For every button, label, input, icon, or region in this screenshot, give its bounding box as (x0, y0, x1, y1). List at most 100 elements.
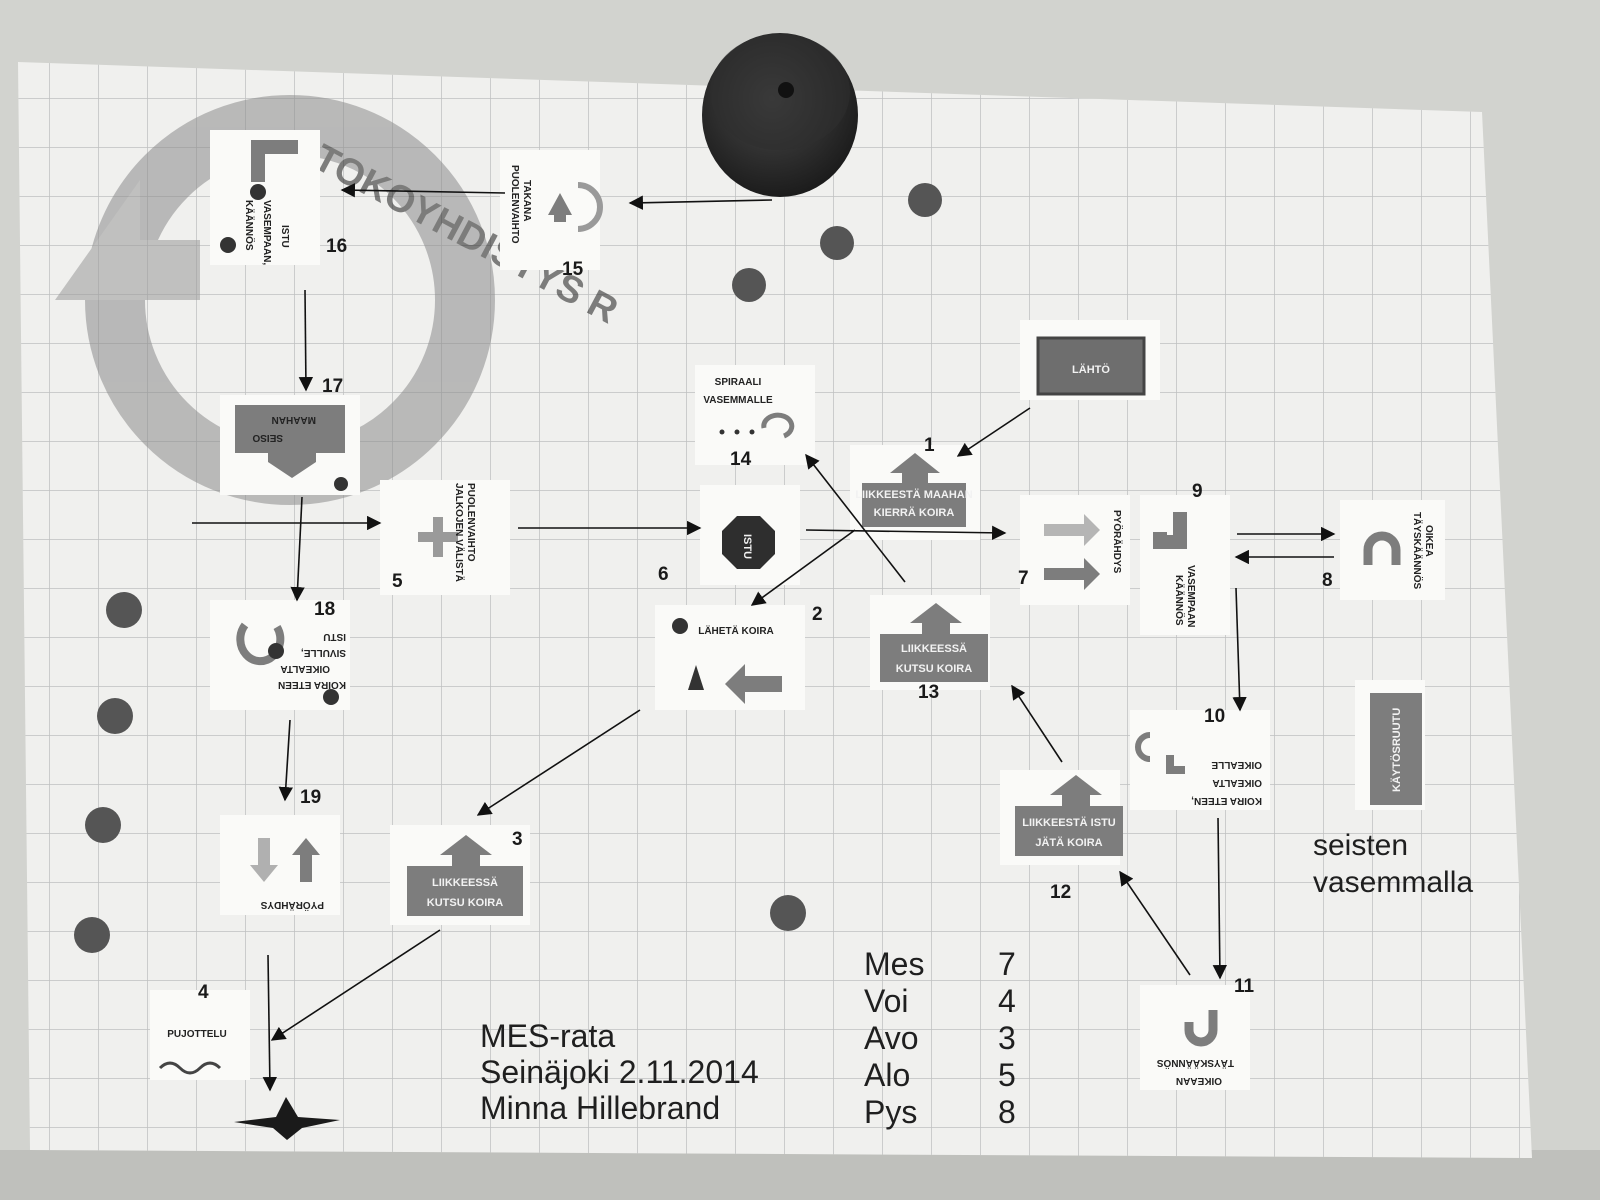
count-value-3: 3 (998, 1020, 1016, 1056)
number-5: 5 (392, 571, 403, 592)
number-3: 3 (512, 829, 523, 850)
count-value-5: 8 (998, 1094, 1016, 1130)
utility-label: KÄYTÖSRUUTU (1390, 708, 1403, 792)
route-arrows (192, 183, 1336, 1092)
sign-12: LIIKKEESTÄ ISTU JÄTÄ KOIRA (1015, 775, 1123, 856)
sign-12-line1: LIIKKEESTÄ ISTU (1022, 816, 1116, 829)
number-8: 8 (1322, 570, 1333, 591)
sign-10-line1: KOIRA ETEEN, (1191, 795, 1262, 806)
sign-11-line1: TÄYSKÄÄNNÖS (1156, 1057, 1234, 1070)
sign-7-label: PYÖRÄHDYS (1111, 510, 1124, 574)
number-2: 2 (812, 604, 823, 625)
exercise-counts: Mes 7 Voi 4 Avo 3 Alo 5 Pys 8 (864, 946, 1016, 1130)
number-15: 15 (562, 259, 584, 280)
sign-3-line1: LIIKKEESSÄ (432, 876, 498, 889)
sign-14-line2: VASEMMALLE (703, 395, 773, 406)
sign-9-line1: KÄÄNNÖS (1173, 575, 1186, 626)
count-label-2: Voi (864, 983, 908, 1019)
sign-16: KÄÄNNÖS VASEMPAAN, ISTU (220, 140, 298, 265)
number-19: 19 (300, 787, 321, 808)
sign-6: ISTU (722, 516, 775, 569)
sign-13: LIIKKEESSÄ KUTSU KOIRA (880, 603, 988, 682)
sign-3: LIIKKEESSÄ KUTSU KOIRA (407, 835, 523, 916)
magnet (702, 33, 858, 197)
number-11: 11 (1234, 976, 1255, 997)
sign-10-line3: OIKEALLE (1211, 759, 1262, 770)
sign-17: SEISO MAAHAN (235, 405, 348, 491)
count-label-5: Pys (864, 1094, 917, 1130)
count-value-4: 5 (998, 1057, 1016, 1093)
number-12: 12 (1050, 882, 1071, 903)
sign-8-line2: TÄYSKÄÄNNÖS (1411, 512, 1424, 590)
sign-5-line2: JALKOJEN VÄLISTÄ (453, 483, 466, 582)
sign-1-line2: KIERRÄ KOIRA (874, 506, 955, 519)
sign-2-label: LÄHETÄ KOIRA (698, 624, 774, 637)
sign-4-label: PUJOTTELU (167, 1029, 226, 1040)
sign-1-line1: LIIKKEESTÄ MAAHAN (855, 488, 972, 501)
finish-star-icon (234, 1097, 340, 1140)
sign-18: KOIRA ETEEN OIKEALTA SIVULLE, ISTU (236, 622, 346, 705)
sign-15-line1: PUOLENVAIHTO (509, 165, 520, 244)
utility-square: KÄYTÖSRUUTU (1370, 693, 1422, 805)
number-16: 16 (326, 236, 347, 257)
sign-17-line2: MAAHAN (272, 414, 316, 425)
note-line-1: seisten (1313, 829, 1408, 862)
number-10: 10 (1204, 706, 1225, 727)
sign-15: PUOLENVAIHTO TAKANA (509, 165, 603, 244)
course-place-date: Seinäjoki 2.11.2014 (480, 1054, 759, 1090)
start-sign: LÄHTÖ (1036, 336, 1146, 396)
number-13: 13 (918, 682, 939, 703)
handler-note: seisten vasemmalla (1313, 829, 1473, 899)
count-value-1: 7 (998, 946, 1016, 982)
sign-5: PUOLENVAIHTO JALKOJEN VÄLISTÄ (418, 483, 476, 582)
sign-2: LÄHETÄ KOIRA (672, 618, 782, 704)
number-7: 7 (1018, 568, 1029, 589)
number-6: 6 (658, 564, 669, 585)
sign-8-line1: OIKEA (1423, 525, 1434, 557)
number-18: 18 (314, 599, 335, 620)
sign-5-line1: PUOLENVAIHTO (465, 483, 476, 562)
number-17: 17 (322, 376, 343, 397)
course-title: MES-rata (480, 1018, 615, 1054)
sign-11-line2: OIKEAAN (1176, 1075, 1222, 1086)
number-9: 9 (1192, 481, 1203, 502)
sign-18-line4: ISTU (323, 631, 346, 642)
count-label-1: Mes (864, 946, 924, 982)
sign-17-line1: SEISO (252, 432, 283, 443)
number-1: 1 (924, 435, 935, 456)
marker-dots (74, 183, 942, 953)
sign-9: KÄÄNNÖS VASEMPAAN (1153, 512, 1196, 627)
sign-16-line3: ISTU (279, 225, 290, 248)
sign-10-line2: OIKEALTA (1212, 777, 1262, 788)
station-numbers: 1 2 3 4 5 6 7 8 9 10 11 12 13 14 15 16 1… (198, 236, 1333, 1003)
sign-13-line2: KUTSU KOIRA (896, 663, 972, 675)
sign-13-line1: LIIKKEESSÄ (901, 642, 967, 655)
sign-11: TÄYSKÄÄNNÖS OIKEAAN (1156, 1010, 1234, 1086)
sign-14: SPIRAALI VASEMMALLE (703, 377, 795, 439)
sign-16-line2: VASEMPAAN, (261, 200, 272, 265)
sign-19: PYÖRÄHDYS (250, 838, 324, 912)
count-label-3: Avo (864, 1020, 919, 1056)
sign-16-line1: KÄÄNNÖS (243, 200, 256, 251)
sign-9-line2: VASEMPAAN (1185, 565, 1196, 627)
sign-8: OIKEA TÄYSKÄÄNNÖS (1363, 512, 1434, 590)
sign-4: PUJOTTELU (158, 1029, 227, 1075)
course-author: Minna Hillebrand (480, 1090, 720, 1126)
sign-18-line2: OIKEALTA (280, 663, 330, 674)
note-line-2: vasemmalla (1313, 866, 1473, 899)
sign-10: KOIRA ETEEN, OIKEALTA OIKEALLE (1135, 732, 1262, 806)
count-value-2: 4 (998, 983, 1016, 1019)
count-label-4: Alo (864, 1057, 910, 1093)
sign-12-line2: JÄTÄ KOIRA (1035, 836, 1102, 849)
sign-7: PYÖRÄHDYS (1044, 510, 1124, 590)
sign-1: LIIKKEESTÄ MAAHAN KIERRÄ KOIRA (855, 453, 973, 527)
sign-18-line3: SIVULLE, (301, 647, 346, 658)
sign-6-label: ISTU (741, 534, 753, 559)
sign-3-line2: KUTSU KOIRA (427, 897, 503, 909)
sign-14-line1: SPIRAALI (715, 377, 762, 388)
sign-18-line1: KOIRA ETEEN (278, 679, 346, 690)
course-title-block: MES-rata Seinäjoki 2.11.2014 Minna Hille… (480, 1018, 759, 1126)
number-14: 14 (730, 449, 752, 470)
number-4: 4 (198, 982, 209, 1003)
